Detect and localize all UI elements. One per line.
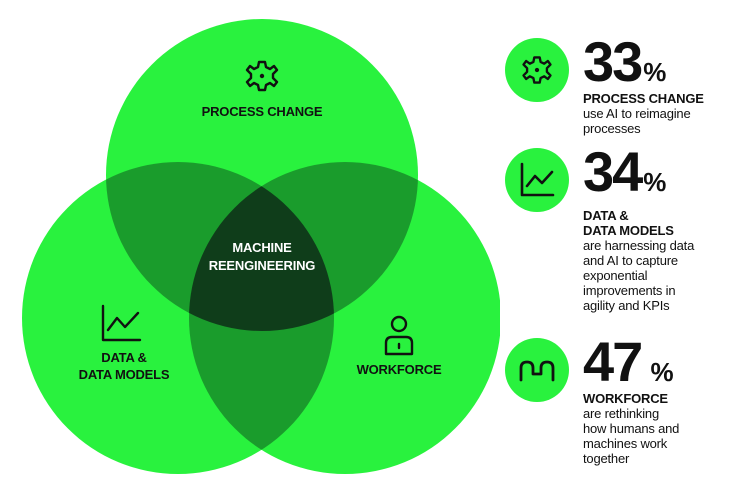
stat-value-unit: % [643, 57, 667, 87]
label-center-line2: REENGINEERING [209, 258, 316, 273]
stat-desc-line: processes [583, 121, 641, 136]
stat-desc-line: exponential [583, 268, 648, 283]
stat-title-line: DATA MODELS [583, 223, 674, 238]
stat-value-number: 33 [583, 30, 643, 93]
stat-text: DATA & DATA MODELS are harnessing data a… [583, 208, 740, 313]
stat-workforce: 47 % WORKFORCE are rethinking how humans… [505, 334, 740, 488]
gear-icon [522, 56, 552, 84]
line-chart-icon [520, 162, 555, 197]
stat-text: PROCESS CHANGE use AI to reimagine proce… [583, 91, 740, 136]
stat-desc-line: how humans and [583, 421, 680, 436]
overlap-center [189, 162, 334, 331]
wave-icon [519, 360, 555, 382]
stat-text: WORKFORCE are rethinking how humans and … [583, 391, 740, 466]
stat-value: 47 % [583, 334, 674, 400]
gear-icon [245, 60, 279, 92]
stat-desc-line: agility and KPIs [583, 298, 670, 313]
stat-value-unit: % [643, 357, 674, 387]
stat-value-number: 34 [583, 140, 643, 203]
stat-desc-line: are rethinking [583, 406, 659, 421]
stat-badge [505, 338, 569, 402]
stat-title-line: DATA & [583, 208, 629, 223]
label-center-line1: MACHINE [232, 240, 292, 255]
stat-value-unit: % [643, 167, 667, 197]
stat-title: PROCESS CHANGE [583, 91, 704, 106]
stat-badge [505, 38, 569, 102]
stat-desc-line: machines work [583, 436, 668, 451]
label-process-change: PROCESS CHANGE [202, 104, 323, 119]
label-workforce: WORKFORCE [357, 362, 442, 377]
person-icon [384, 315, 414, 356]
stat-desc-line: together [583, 451, 630, 466]
venn-diagram: PROCESS CHANGE MACHINE REENGINEERING DAT… [22, 19, 500, 474]
stat-data-models: 34% DATA & DATA MODELS are harnessing da… [505, 144, 740, 328]
line-chart-icon [101, 304, 142, 342]
stat-value-number: 47 [583, 330, 643, 393]
stat-desc-line: use AI to reimagine [583, 106, 691, 121]
stat-value: 33% [583, 34, 666, 100]
label-data-models-line2: DATA MODELS [79, 367, 170, 382]
stat-desc-line: are harnessing data [583, 238, 695, 253]
stat-badge [505, 148, 569, 212]
stat-value: 34% [583, 144, 666, 210]
stat-desc-line: improvements in [583, 283, 676, 298]
label-data-models-line1: DATA & [101, 350, 147, 365]
stat-desc-line: and AI to capture [583, 253, 678, 268]
stat-process-change: 33% PROCESS CHANGE use AI to reimagine p… [505, 34, 740, 148]
stat-title: WORKFORCE [583, 391, 668, 406]
